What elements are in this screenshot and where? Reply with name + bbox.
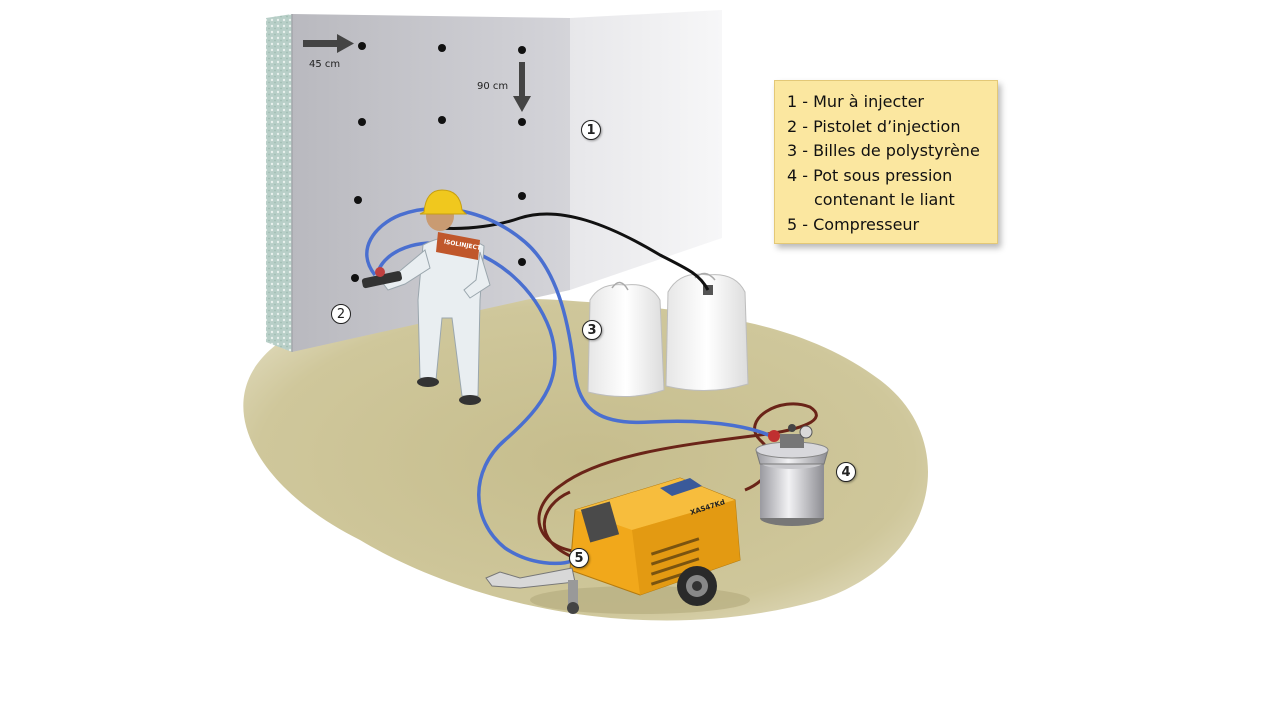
spacing-label-horizontal: 45 cm [309, 59, 341, 70]
marker-1: 1 [581, 120, 601, 140]
legend-item-pressure-pot: 4 - Pot sous pression [787, 165, 953, 185]
wall-insulation-edge [266, 14, 292, 352]
marker-5: 5 [569, 548, 589, 568]
marker-3: 3 [582, 320, 602, 340]
wall-face-right [570, 10, 722, 290]
legend-item-injection-gun: 2 - Pistolet d’injection [787, 116, 961, 136]
floor [243, 298, 929, 621]
injection-holes [351, 42, 526, 282]
legend-box: 1 - Mur à injecter 2 - Pistolet d’inject… [774, 80, 998, 244]
compressor: XAS47Kd [485, 477, 750, 614]
marker-2: 2 [331, 304, 351, 324]
marker-4: 4 [836, 462, 856, 482]
worker: ISOLINJECT [361, 189, 491, 405]
legend-item-pressure-pot-cont: contenant le liant [814, 190, 955, 209]
black-hose [439, 212, 710, 291]
legend-item-wall: 1 - Mur à injecter [787, 92, 924, 111]
polystyrene-bags [587, 272, 749, 398]
legend-item-polystyrene-beads: 3 - Billes de polystyrène [787, 141, 980, 160]
spacing-label-vertical: 90 cm [477, 81, 509, 92]
spacing-arrow-horizontal [303, 34, 354, 53]
pressure-pot [755, 424, 829, 526]
spacing-arrow-vertical [513, 62, 531, 112]
legend-item-compressor: 5 - Compresseur [787, 214, 920, 234]
